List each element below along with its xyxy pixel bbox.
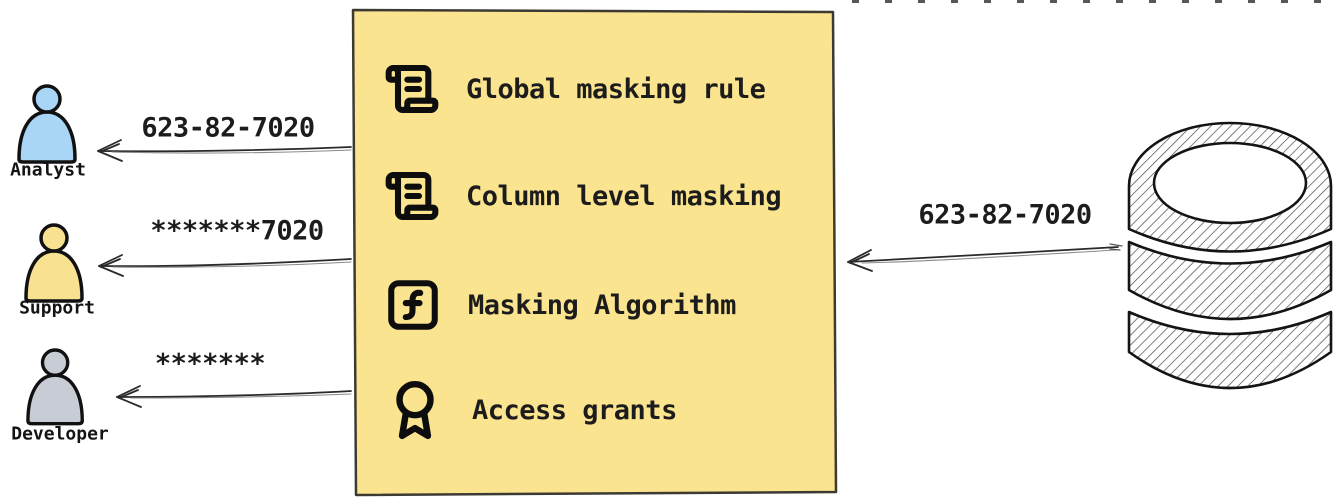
developer-person-icon	[26, 348, 84, 426]
arrow-to-support	[98, 254, 352, 277]
function-square-icon	[388, 280, 438, 330]
database-cylinder-icon	[1127, 121, 1333, 390]
award-icon	[396, 380, 434, 440]
box-item-column-level-masking: Column level masking	[384, 168, 782, 224]
support-name-label: Support	[19, 297, 95, 319]
arrow-to-developer	[116, 385, 352, 408]
scroll-text-icon	[385, 64, 439, 114]
support-value-label: *******7020	[150, 215, 324, 247]
database-value-label: 623-82-7020	[918, 199, 1092, 231]
box-item-label: Access grants	[472, 394, 677, 426]
analyst-name-label: Analyst	[10, 159, 86, 181]
masking-rules-box	[351, 8, 838, 497]
analyst-person-icon	[17, 84, 77, 164]
box-item-global-masking-rule: Global masking rule	[384, 61, 766, 117]
arrow-to-analyst	[97, 139, 352, 162]
box-item-label: Global masking rule	[466, 73, 766, 105]
developer-name-label: Developer	[11, 423, 109, 445]
analyst-value-label: 623-82-7020	[141, 112, 315, 144]
box-item-label: Column level masking	[466, 180, 782, 212]
developer-value-label: *******	[154, 348, 266, 380]
scroll-text-icon	[385, 171, 439, 221]
box-item-masking-algorithm: Masking Algorithm	[384, 277, 736, 333]
box-item-access-grants: Access grants	[384, 380, 677, 440]
arrow-from-database	[847, 243, 1123, 272]
box-item-label: Masking Algorithm	[468, 289, 736, 321]
support-person-icon	[24, 223, 84, 303]
